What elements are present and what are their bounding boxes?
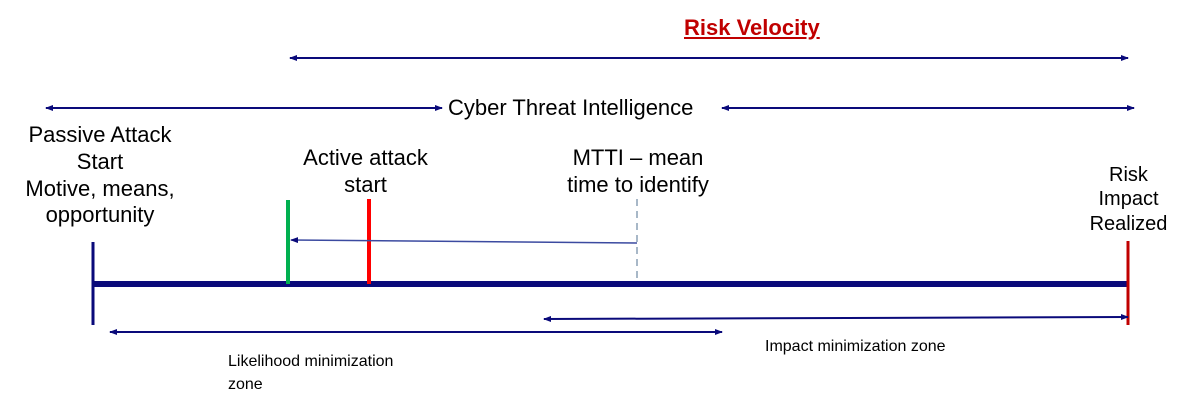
likelihood-zone-label: Likelihood minimization zone <box>228 353 394 394</box>
mtti-back-arrow <box>290 237 638 244</box>
impact-zone-arrow <box>543 314 1129 322</box>
active-attack-label: Active attack start <box>303 145 428 197</box>
risk-impact-label: Risk Impact Realized <box>1089 164 1168 235</box>
impact-zone-label: Impact minimization zone <box>765 338 946 355</box>
mtti-label: MTTI – mean time to identify <box>567 145 709 197</box>
cti-label: Cyber Threat Intelligence <box>448 95 694 120</box>
risk-velocity-title: Risk Velocity <box>684 15 820 40</box>
passive-attack-label: Passive Attack Start Motive, means, oppo… <box>25 122 175 228</box>
